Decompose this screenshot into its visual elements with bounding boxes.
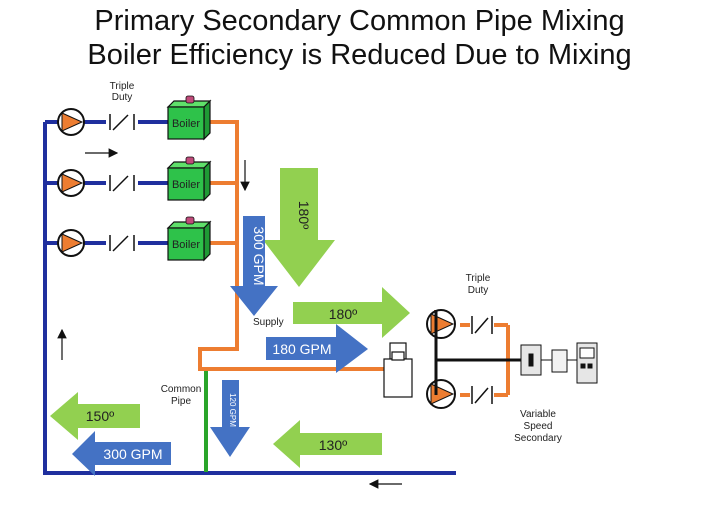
boiler-3: Boiler (166, 216, 212, 262)
supply-temp-arrow: 180º (293, 287, 410, 338)
common-pipe-label-2: Pipe (171, 396, 191, 407)
primary-pump-1 (57, 108, 85, 136)
supply-flow-label: 180 GPM (272, 341, 331, 357)
triple-duty-valve-2 (106, 173, 138, 193)
secondary-pump-1 (426, 309, 456, 339)
primary-pump-3 (57, 229, 85, 257)
primary-flow-arrow: 300 GPM (230, 216, 278, 316)
return-temp-arrow: 130º (273, 420, 382, 468)
vfd-motor-icon (520, 344, 542, 376)
variable-speed-label-3: Secondary (514, 433, 562, 444)
control-wiring (434, 310, 521, 395)
vfd-filter-icon (551, 349, 568, 373)
secondary-pump-2 (426, 379, 456, 409)
common-pipe-label: Common (161, 384, 202, 395)
triple-duty-label-right: Triple (466, 273, 491, 284)
boiler-label-1: Boiler (172, 118, 200, 130)
triple-duty-label-right-2: Duty (468, 285, 489, 296)
common-flow-arrow: 120 GPM (210, 380, 250, 457)
supply-flow-arrow: 180 GPM (266, 324, 368, 373)
triple-duty-valve-3 (106, 233, 138, 253)
primary-temp-arrow: 180º (263, 168, 335, 287)
vfd-drive-icon (576, 342, 598, 384)
primary-pump-2 (57, 169, 85, 197)
boiler-return-temp-arrow: 150º (50, 392, 140, 440)
secondary-header-unit (383, 342, 413, 398)
triple-duty-label-top: Triple (110, 81, 135, 92)
boiler-return-flow-arrow: 300 GPM (72, 431, 171, 476)
common-flow-label: 120 GPM (228, 393, 237, 427)
supply-temp-label: 180º (329, 306, 357, 322)
triple-duty-label-top-2: Duty (112, 92, 133, 103)
boiler-return-flow-label: 300 GPM (103, 446, 162, 462)
boiler-1: Boiler (166, 95, 212, 141)
variable-speed-label-1: Variable (520, 409, 556, 420)
variable-speed-label-2: Speed (524, 421, 553, 432)
return-temp-label: 130º (319, 437, 347, 453)
boiler-label-3: Boiler (172, 239, 200, 251)
title-line-2: Boiler Efficiency is Reduced Due to Mixi… (87, 39, 632, 71)
boiler-2: Boiler (166, 156, 212, 202)
secondary-triple-duty-valve-2 (470, 384, 494, 406)
secondary-triple-duty-valve-1 (470, 314, 494, 336)
supply-label: Supply (253, 317, 284, 328)
boiler-return-temp-label: 150º (86, 408, 114, 424)
triple-duty-valve-1 (106, 112, 138, 132)
title-line-1: Primary Secondary Common Pipe Mixing (94, 5, 625, 37)
primary-temp-label: 180º (296, 201, 312, 229)
flow-direction-arrows (57, 148, 402, 489)
boiler-label-2: Boiler (172, 179, 200, 191)
primary-flow-label: 300 GPM (251, 226, 267, 285)
